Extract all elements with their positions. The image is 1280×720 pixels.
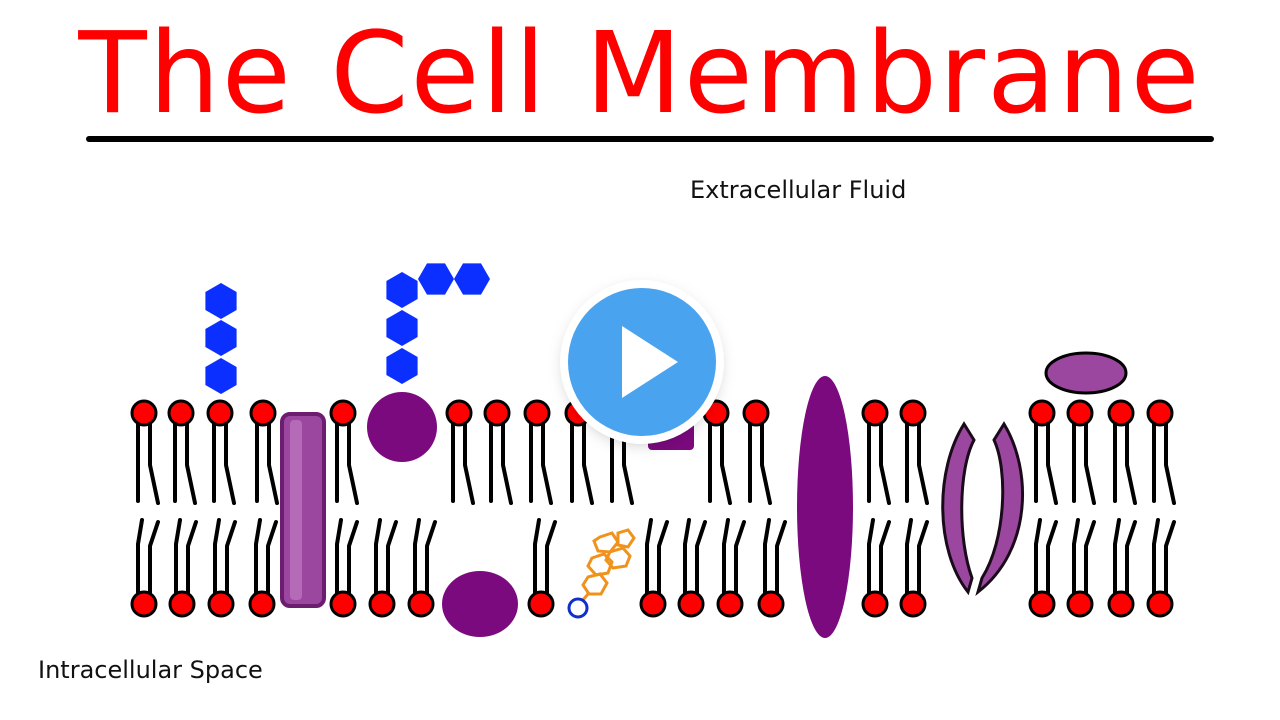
phospholipid-head-upper — [861, 399, 889, 427]
title-underline — [86, 136, 1214, 142]
phospholipid-head-lower — [1028, 590, 1056, 618]
phospholipid-head-upper — [899, 399, 927, 427]
carbohydrate-unit — [418, 263, 454, 295]
phospholipid-head-lower — [407, 590, 435, 618]
phospholipid-head-lower — [207, 590, 235, 618]
carbohydrate-chains — [205, 263, 490, 394]
phospholipid-head-upper — [167, 399, 195, 427]
carbohydrate-unit — [205, 283, 237, 319]
phospholipid-head-lower — [677, 590, 705, 618]
phospholipid-tail-upper — [335, 421, 359, 505]
phospholipid-tail-upper — [173, 421, 197, 505]
phospholipid-head-lower — [757, 590, 785, 618]
phospholipid-tail-upper — [748, 421, 772, 505]
phospholipid-head-lower — [248, 590, 276, 618]
phospholipid-tail-lower — [413, 518, 437, 596]
phospholipid-tail-upper — [708, 421, 732, 505]
phospholipid-head-lower — [716, 590, 744, 618]
phospholipid-tail-upper — [1034, 421, 1058, 505]
phospholipid-tail-upper — [1072, 421, 1096, 505]
phospholipid-tail-lower — [533, 518, 557, 596]
carbohydrate-unit — [205, 320, 237, 356]
phospholipid-tail-upper — [610, 421, 634, 505]
phospholipid-tail-lower — [136, 518, 160, 596]
page-title: The Cell Membrane — [78, 9, 1202, 139]
extracellular-label: Extracellular Fluid — [690, 176, 907, 204]
phospholipid-head-lower — [1066, 590, 1094, 618]
peripheral-protein-top — [1044, 351, 1128, 395]
phospholipid-head-upper — [1066, 399, 1094, 427]
phospholipid-head-lower — [861, 590, 889, 618]
phospholipid-tail-upper — [867, 421, 891, 505]
phospholipid-head-lower — [130, 590, 158, 618]
phospholipid-head-upper — [249, 399, 277, 427]
phospholipid-tail-lower — [645, 518, 669, 596]
phospholipid-tail-lower — [335, 518, 359, 596]
phospholipid-tail-upper — [570, 421, 594, 505]
channel-protein — [941, 421, 1024, 597]
phospholipid-tail-upper — [905, 421, 929, 505]
phospholipid-head-lower — [1146, 590, 1174, 618]
phospholipid-tail-lower — [254, 518, 278, 596]
carbohydrate-unit — [386, 272, 418, 308]
phospholipid-head-upper — [523, 399, 551, 427]
phospholipid-head-upper — [329, 399, 357, 427]
phospholipid-tail-upper — [529, 421, 553, 505]
carbohydrate-unit — [454, 263, 490, 295]
phospholipid-head-upper — [445, 399, 473, 427]
phospholipid-tail-upper — [212, 421, 236, 505]
phospholipid-head-lower — [639, 590, 667, 618]
phospholipid-tail-lower — [374, 518, 398, 596]
phospholipid-head-upper — [742, 399, 770, 427]
phospholipid-head-lower — [368, 590, 396, 618]
phospholipid-tail-lower — [683, 518, 707, 596]
carbohydrate-unit — [386, 310, 418, 346]
phospholipid-tail-lower — [1152, 518, 1176, 596]
phospholipid-tail-upper — [1113, 421, 1137, 505]
phospholipid-head-upper — [1028, 399, 1056, 427]
phospholipid-head-lower — [168, 590, 196, 618]
cholesterol — [581, 528, 636, 601]
phospholipid-tail-lower — [1034, 518, 1058, 596]
phospholipid-tail-lower — [722, 518, 746, 596]
play-icon[interactable] — [622, 326, 678, 398]
phospholipid-tail-lower — [1072, 518, 1096, 596]
phospholipid-tails — [136, 421, 1176, 596]
phospholipid-head-lower — [329, 590, 357, 618]
phospholipid-head-upper — [1146, 399, 1174, 427]
phospholipid-tail-lower — [213, 518, 237, 596]
phospholipid-tail-upper — [489, 421, 513, 505]
cholesterol-hydroxyl — [567, 597, 589, 619]
phospholipid-tail-upper — [1152, 421, 1176, 505]
phospholipid-tail-upper — [451, 421, 475, 505]
phospholipid-head-upper — [130, 399, 158, 427]
phospholipid-tail-lower — [763, 518, 787, 596]
phospholipid-head-upper — [702, 399, 730, 427]
phospholipid-head-upper — [1107, 399, 1135, 427]
phospholipid-head-lower — [527, 590, 555, 618]
intracellular-label: Intracellular Space — [38, 656, 263, 684]
phospholipid-head-lower — [1107, 590, 1135, 618]
carbohydrate-unit — [386, 348, 418, 384]
phospholipid-tail-lower — [174, 518, 198, 596]
phospholipid-tail-lower — [1113, 518, 1137, 596]
carbohydrate-unit — [205, 358, 237, 394]
channel-protein-cylinder — [280, 412, 326, 608]
glycoprotein-globule — [367, 392, 437, 462]
phospholipid-head-upper — [206, 399, 234, 427]
phospholipid-head-lower — [899, 590, 927, 618]
phospholipid-tail-lower — [867, 518, 891, 596]
phospholipid-tail-upper — [255, 421, 279, 505]
phospholipid-tail-lower — [905, 518, 929, 596]
phospholipid-tail-upper — [136, 421, 160, 505]
transmembrane-protein — [797, 376, 853, 638]
peripheral-protein-inner — [442, 571, 518, 637]
phospholipid-head-upper — [483, 399, 511, 427]
play-button[interactable] — [568, 288, 716, 436]
